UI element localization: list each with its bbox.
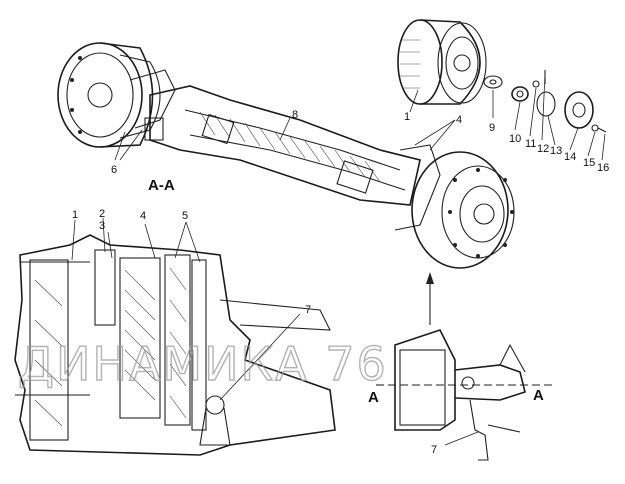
hub-side-view: [376, 329, 555, 461]
label-11: 11: [525, 138, 536, 150]
label-7-bottom: 7: [431, 444, 437, 456]
watermark: ДИНАМИКА 76: [18, 337, 388, 391]
left-brake-drum: [57, 42, 176, 148]
label-8: 8: [292, 109, 298, 121]
section-title: А-А: [148, 177, 175, 194]
label-10: 10: [509, 133, 521, 145]
callout-labels: 1 4 6 8 9 10 11 12 13 14 15 16 1 2 3 4 5…: [72, 109, 609, 456]
section-mark-right: A: [533, 387, 544, 404]
label-7-mid: 7: [305, 304, 311, 316]
label-16: 16: [597, 162, 609, 174]
label-9: 9: [489, 122, 495, 134]
label-1-section: 1: [72, 209, 78, 221]
label-14: 14: [564, 151, 576, 163]
label-6: 6: [111, 164, 117, 176]
label-4-top: 4: [456, 114, 462, 126]
label-4-section: 4: [140, 210, 146, 222]
view-arrow: [426, 272, 434, 325]
exploded-hardware: [483, 70, 607, 133]
section-a-a-view: [14, 234, 336, 456]
section-mark-left: A: [368, 389, 379, 406]
label-5: 5: [182, 210, 188, 222]
right-brake-drum-exploded: [397, 19, 487, 105]
label-15: 15: [583, 157, 595, 169]
label-1-top: 1: [404, 111, 410, 123]
leader-lines: [71, 73, 606, 446]
label-13: 13: [550, 145, 562, 157]
axle-beam: [149, 85, 421, 206]
label-12: 12: [537, 143, 549, 155]
label-3: 3: [99, 220, 105, 232]
right-wheel-hub: [394, 144, 515, 269]
label-2: 2: [99, 208, 105, 220]
